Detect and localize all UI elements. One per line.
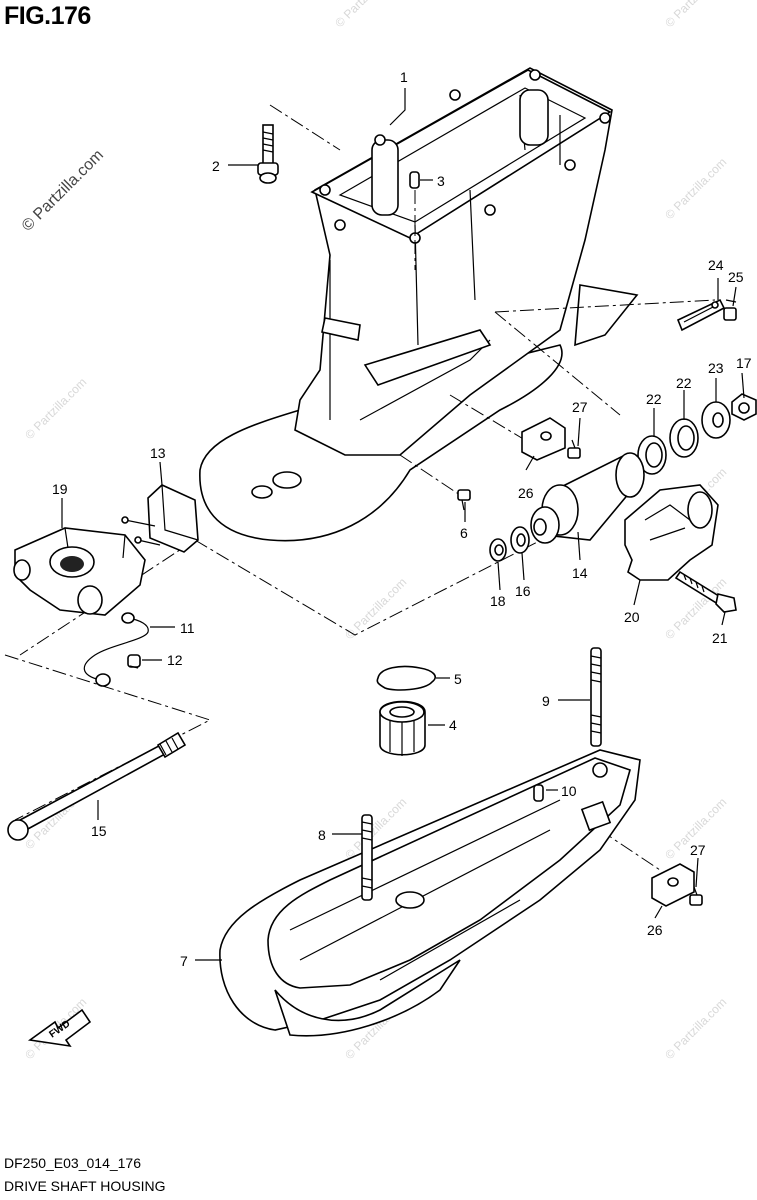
callout-14: 14: [572, 565, 588, 581]
part-25-bolt: [723, 299, 737, 321]
svg-text:© Partzilla.com: © Partzilla.com: [662, 995, 729, 1062]
part-2-bolt: [257, 124, 279, 184]
part-3-dowel-pin: [409, 171, 420, 189]
part-13-bracket: [121, 484, 199, 553]
figure-title: FIG.176: [4, 2, 91, 30]
part-19-clamp-block: [13, 527, 146, 616]
part-5-snap-ring: [376, 665, 436, 691]
part-26-mount-upper: [521, 417, 566, 461]
leader-lines: [61, 88, 745, 961]
part-24-plate: [676, 298, 726, 332]
callout-19: 19: [52, 481, 68, 497]
part-20-mount-bracket: [624, 484, 719, 581]
callout-1: 1: [400, 69, 408, 85]
diagram-title: DRIVE SHAFT HOUSING: [4, 1178, 166, 1194]
callout-7: 7: [180, 953, 188, 969]
callout-3: 3: [437, 173, 445, 189]
callout-10: 10: [561, 783, 577, 799]
part-27-screw-upper: [567, 439, 581, 459]
part-8-stud: [361, 814, 373, 901]
callout-9: 9: [542, 693, 550, 709]
diagram-code: DF250_E03_014_176: [4, 1155, 142, 1171]
callout-17: 17: [736, 355, 752, 371]
part-7-lower-housing: [219, 749, 641, 1037]
part-26-mount-lower: [651, 863, 695, 907]
part-1-drive-shaft-housing: [199, 67, 639, 542]
callout-27-lower: 27: [690, 842, 706, 858]
callout-2: 2: [212, 158, 220, 174]
part-21-bolt: [674, 570, 737, 613]
forward-arrow-icon: FWD: [27, 1008, 92, 1048]
watermark-main: © Partzilla.com: [19, 147, 107, 235]
callout-4: 4: [449, 717, 457, 733]
part-12-screw: [127, 654, 141, 669]
part-16-washer: [510, 526, 530, 554]
callout-27-upper: 27: [572, 399, 588, 415]
callout-13: 13: [150, 445, 166, 461]
part-10-dowel-pin: [533, 784, 544, 802]
svg-text:© Partzilla.com: © Partzilla.com: [22, 375, 89, 442]
svg-text:© Partzilla.com: © Partzilla.com: [662, 0, 729, 30]
part-9-stud: [590, 647, 602, 747]
callout-16: 16: [515, 583, 531, 599]
part-22-washer-outer: [669, 418, 699, 458]
svg-text:© Partzilla.com: © Partzilla.com: [332, 0, 399, 30]
part-4-bushing: [379, 700, 426, 756]
callout-11: 11: [180, 620, 195, 636]
callout-20: 20: [624, 609, 640, 625]
callout-22-inner: 22: [646, 391, 662, 407]
flange-bolt-holes: [319, 69, 611, 244]
callout-6: 6: [460, 525, 468, 541]
callout-12: 12: [167, 652, 183, 668]
part-11-ground-wire: [83, 612, 149, 687]
part-23-washer: [701, 401, 731, 439]
callout-15: 15: [91, 823, 107, 839]
callout-23: 23: [708, 360, 724, 376]
part-6-screw: [457, 489, 471, 511]
callout-5: 5: [454, 671, 462, 687]
callout-22-outer: 22: [676, 375, 692, 391]
callout-24: 24: [708, 257, 724, 273]
svg-text:© Partzilla.com: © Partzilla.com: [662, 155, 729, 222]
svg-text:© Partzilla.com: © Partzilla.com: [342, 575, 409, 642]
part-15-long-bolt: [7, 731, 187, 841]
callout-26-lower: 26: [647, 922, 663, 938]
part-22-washer-inner: [637, 435, 667, 475]
part-14-mount-bushing: [530, 452, 645, 544]
part-27-screw-lower: [689, 886, 703, 906]
callout-8: 8: [318, 827, 326, 843]
callout-numbers: 1 2 3 4 5 6 7 8 9 10 11 12 13 14 15 16 1…: [52, 69, 752, 969]
callout-18: 18: [490, 593, 506, 609]
part-18-washer: [489, 538, 507, 562]
callout-25: 25: [728, 269, 744, 285]
part-17-nut: [731, 393, 757, 421]
callout-26-upper: 26: [518, 485, 534, 501]
callout-21: 21: [712, 630, 728, 646]
